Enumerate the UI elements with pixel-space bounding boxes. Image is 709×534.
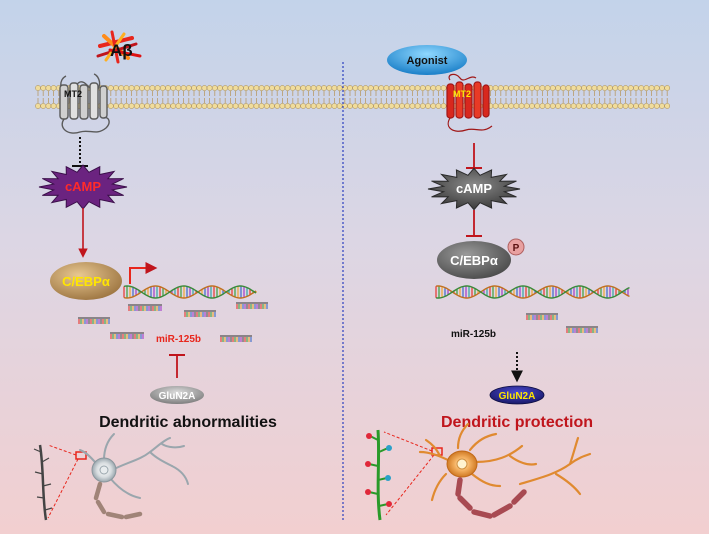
cell-membrane xyxy=(35,85,671,109)
outcome-left: Dendritic abnormalities xyxy=(99,414,277,431)
abeta-ligand: Aβ xyxy=(96,30,142,64)
mt2-receptor-left xyxy=(59,73,110,134)
dna-helix-right xyxy=(435,285,630,299)
camp-node-right: cAMP xyxy=(427,167,521,211)
mirna-label-left: miR-125b xyxy=(156,334,201,345)
mt2-label-right: MT2 xyxy=(453,89,471,99)
dna-helix-left xyxy=(123,285,257,299)
mirna-fragments-left xyxy=(78,302,268,342)
glun2a-label-left: GluN2A xyxy=(159,391,196,402)
mt2-receptor-right xyxy=(446,73,493,132)
agonist-ligand: Agonist xyxy=(387,45,467,75)
cebpa-label-right: C/EBPα xyxy=(450,253,498,268)
glun2a-label-right: GluN2A xyxy=(499,391,536,402)
neuron-right xyxy=(365,422,592,521)
mirna-label-right: miR-125b xyxy=(451,329,496,340)
neuron-left xyxy=(33,433,189,521)
camp-label-right: cAMP xyxy=(456,181,492,196)
agonist-label: Agonist xyxy=(407,55,448,67)
mt2-label-left: MT2 xyxy=(64,89,82,99)
phospho-badge xyxy=(507,238,525,256)
cebpa-node-left: C/EBPα xyxy=(50,262,122,300)
phospho-label: P xyxy=(513,243,520,254)
cebpa-node-right: C/EBPα P xyxy=(437,238,525,279)
camp-label-left: cAMP xyxy=(65,179,101,194)
mirna-fragments-right xyxy=(526,313,598,333)
outcome-right: Dendritic protection xyxy=(441,414,593,431)
cebpa-label-left: C/EBPα xyxy=(62,274,110,289)
glun2a-node-right: GluN2A xyxy=(489,385,545,405)
camp-node-left: cAMP xyxy=(38,164,128,210)
glun2a-node-left: GluN2A xyxy=(150,386,204,404)
abeta-label: Aβ xyxy=(110,41,133,60)
transcription-start-arrow xyxy=(129,262,158,284)
